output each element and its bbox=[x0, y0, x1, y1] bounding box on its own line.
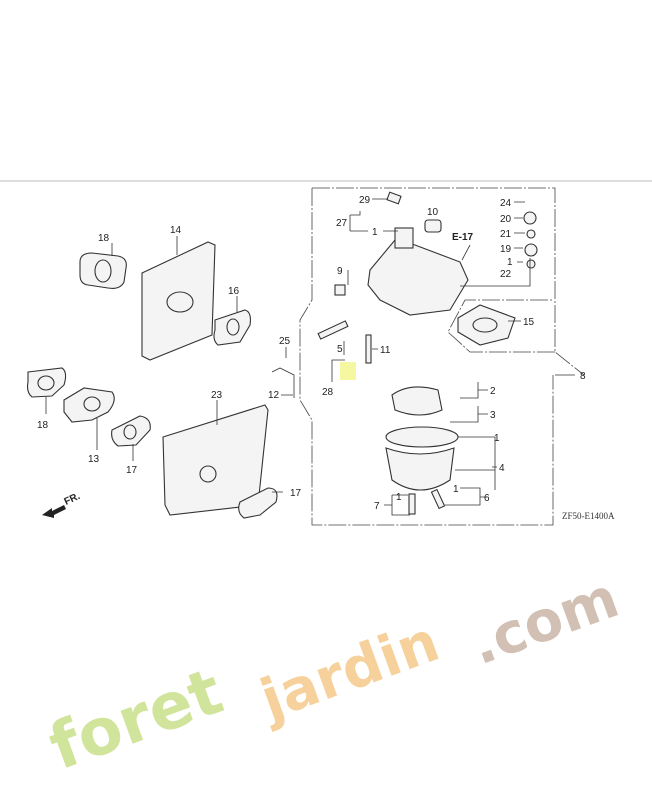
part-label: 19 bbox=[500, 244, 512, 255]
part-label: 25 bbox=[279, 336, 291, 347]
carburetor-body bbox=[367, 239, 469, 316]
gasket-17-right bbox=[238, 487, 278, 519]
part-label: 28 bbox=[322, 387, 334, 398]
front-arrow-icon bbox=[42, 505, 66, 518]
pilot-screw-5 bbox=[317, 320, 349, 340]
part-label: 6 bbox=[484, 493, 490, 504]
part-label: 14 bbox=[170, 225, 182, 236]
reference-e17: E-17 bbox=[452, 232, 474, 243]
float-bowl-4 bbox=[385, 447, 455, 491]
watermark-logo: foret jardin .com bbox=[40, 565, 627, 785]
part-label: 21 bbox=[500, 229, 512, 240]
part-label: 20 bbox=[500, 214, 512, 225]
screw-29 bbox=[386, 191, 402, 205]
part-label: 13 bbox=[88, 454, 100, 465]
part-label: 18 bbox=[98, 233, 110, 244]
assembly-frame bbox=[299, 187, 585, 526]
part-label: 9 bbox=[337, 266, 343, 277]
highlight-28 bbox=[340, 362, 356, 380]
rod-12 bbox=[271, 367, 295, 398]
spring-21 bbox=[526, 229, 536, 239]
part-label: 1 bbox=[453, 484, 459, 495]
part-label: 16 bbox=[228, 286, 240, 297]
part-label: 24 bbox=[500, 198, 512, 209]
oring-22 bbox=[526, 259, 536, 269]
part-label: 12 bbox=[268, 390, 280, 401]
part-label: 8 bbox=[580, 371, 586, 382]
drain-screw-6 bbox=[430, 488, 446, 510]
cap-10 bbox=[424, 219, 442, 233]
part-label: 1 bbox=[372, 227, 378, 238]
screw-9 bbox=[334, 284, 346, 296]
part-label: 1 bbox=[494, 433, 500, 444]
part-label: 17 bbox=[290, 488, 302, 499]
diagram-code: ZF50-E1400A bbox=[562, 511, 615, 521]
part-label: 18 bbox=[37, 420, 49, 431]
watermark-text-orange: jardin bbox=[251, 609, 448, 734]
part-label: 23 bbox=[211, 390, 223, 401]
part-label: 1 bbox=[507, 257, 513, 268]
part-label: 7 bbox=[374, 501, 380, 512]
front-marker: FR. bbox=[63, 491, 82, 508]
leader-lines bbox=[45, 198, 531, 516]
part-label: 3 bbox=[490, 410, 496, 421]
nozzle-11 bbox=[365, 334, 372, 364]
part-label: 22 bbox=[500, 269, 512, 280]
part-label: 17 bbox=[126, 465, 138, 476]
float-2 bbox=[391, 386, 443, 416]
part-label: 27 bbox=[336, 218, 348, 229]
part-label: 1 bbox=[396, 492, 402, 503]
arrow-e17 bbox=[461, 244, 471, 261]
part-label: 4 bbox=[499, 463, 505, 474]
watermark-text-green: foret bbox=[40, 655, 232, 785]
part-label: 5 bbox=[337, 344, 343, 355]
watermark-text-end: .com bbox=[463, 565, 627, 678]
part-label: 29 bbox=[359, 195, 371, 206]
part-labels: 29 27 1 10 24 20 21 19 1 22 9 15 5 11 28… bbox=[37, 195, 586, 512]
part-label: 10 bbox=[427, 207, 439, 218]
part-label: 11 bbox=[380, 345, 391, 356]
part-label: 15 bbox=[523, 317, 535, 328]
part-label: 2 bbox=[490, 386, 496, 397]
gasket-1 bbox=[385, 426, 459, 448]
washer-20 bbox=[523, 211, 537, 225]
choke-assembly bbox=[394, 227, 414, 249]
screw-19 bbox=[524, 243, 538, 257]
bolt-7 bbox=[408, 493, 416, 515]
